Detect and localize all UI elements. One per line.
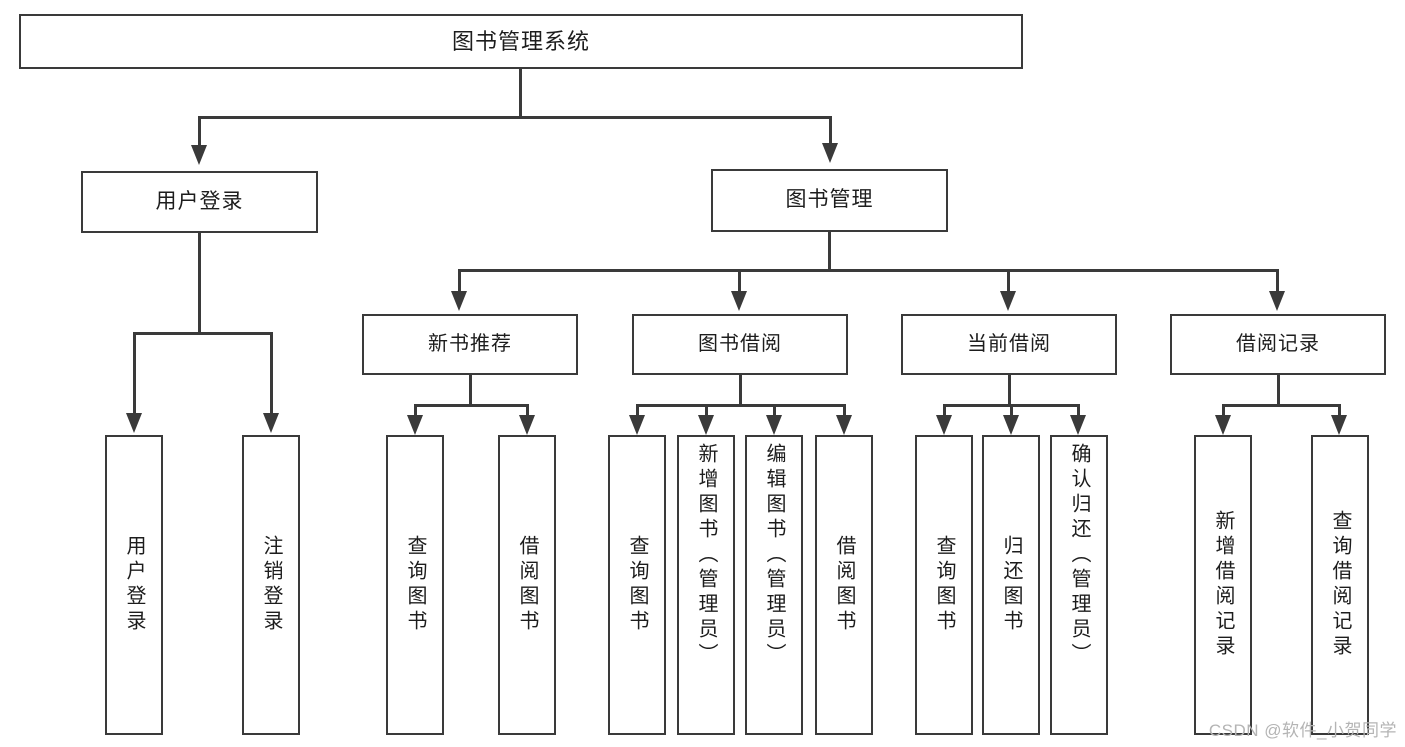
arrowhead-cb-query-book xyxy=(936,415,952,435)
node-label: 注销登录 xyxy=(260,535,282,635)
connector-book-borrow-stem xyxy=(739,375,742,406)
node-label: 查询借阅记录 xyxy=(1329,510,1351,660)
arrowhead-bb-query-book xyxy=(629,415,645,435)
connector-current-borrow-stem xyxy=(1008,375,1011,406)
connector-book-borrow-bar xyxy=(636,404,846,407)
connector-root-to-book-mgmt xyxy=(829,116,832,144)
connector-root-stem xyxy=(519,69,522,118)
node-label: 编辑图书（管理员） xyxy=(763,443,785,668)
connector-bb-child-2 xyxy=(705,404,708,416)
node-label: 图书借阅 xyxy=(698,333,782,355)
connector-bb-child-3 xyxy=(773,404,776,416)
node-book-borrow[interactable]: 图书借阅 xyxy=(632,314,848,375)
connector-borrow-record-stem xyxy=(1277,375,1280,406)
connector-cb-child-2 xyxy=(1010,404,1013,416)
node-label: 借阅图书 xyxy=(516,535,538,635)
node-label: 归还图书 xyxy=(1000,535,1022,635)
leaf-bb-query-book[interactable]: 查询图书 xyxy=(608,435,666,735)
connector-book-mgmt-child-2 xyxy=(738,269,741,292)
node-book-management[interactable]: 图书管理 xyxy=(711,169,948,232)
leaf-bb-borrow-book[interactable]: 借阅图书 xyxy=(815,435,873,735)
node-label: 新增图书（管理员） xyxy=(695,443,717,668)
connector-user-login-child-1 xyxy=(133,332,136,414)
connector-new-book-stem xyxy=(469,375,472,406)
connector-book-mgmt-stem xyxy=(828,232,831,271)
connector-bb-child-4 xyxy=(843,404,846,416)
node-label: 新增借阅记录 xyxy=(1212,510,1234,660)
node-current-borrow[interactable]: 当前借阅 xyxy=(901,314,1117,375)
node-label: 确认归还（管理员） xyxy=(1068,443,1090,668)
connector-root-bar xyxy=(198,116,832,119)
arrowhead-borrow-record xyxy=(1269,291,1285,311)
connector-cb-child-3 xyxy=(1077,404,1080,416)
leaf-cb-confirm-return[interactable]: 确认归还（管理员） xyxy=(1050,435,1108,735)
leaf-br-query-record[interactable]: 查询借阅记录 xyxy=(1311,435,1369,735)
arrowhead-leaf-logout xyxy=(263,413,279,433)
node-label: 查询图书 xyxy=(626,535,648,635)
arrowhead-leaf-user-login xyxy=(126,413,142,433)
connector-borrow-record-bar xyxy=(1222,404,1341,407)
leaf-user-login[interactable]: 用户登录 xyxy=(105,435,163,735)
node-label: 用户登录 xyxy=(155,189,244,213)
leaf-cb-return-book[interactable]: 归还图书 xyxy=(982,435,1040,735)
arrowhead-cb-confirm-return xyxy=(1070,415,1086,435)
arrowhead-book-borrow xyxy=(731,291,747,311)
arrowhead-nb-query-book xyxy=(407,415,423,435)
leaf-logout[interactable]: 注销登录 xyxy=(242,435,300,735)
node-label: 当前借阅 xyxy=(967,333,1051,355)
node-label: 图书管理系统 xyxy=(451,28,590,54)
node-label: 图书管理 xyxy=(785,188,874,212)
connector-br-child-1 xyxy=(1222,404,1225,416)
node-label: 查询图书 xyxy=(404,535,426,635)
leaf-bb-edit-book[interactable]: 编辑图书（管理员） xyxy=(745,435,803,735)
arrowhead-book-mgmt xyxy=(822,143,838,163)
connector-user-login-child-2 xyxy=(270,332,273,414)
connector-book-mgmt-child-1 xyxy=(458,269,461,292)
arrowhead-current-borrow xyxy=(1000,291,1016,311)
node-user-login[interactable]: 用户登录 xyxy=(81,171,318,233)
arrowhead-nb-borrow-book xyxy=(519,415,535,435)
leaf-nb-borrow-book[interactable]: 借阅图书 xyxy=(498,435,556,735)
arrowhead-br-add-record xyxy=(1215,415,1231,435)
arrowhead-bb-add-book xyxy=(698,415,714,435)
leaf-nb-query-book[interactable]: 查询图书 xyxy=(386,435,444,735)
connector-cb-child-1 xyxy=(943,404,946,416)
connector-user-login-bar xyxy=(133,332,273,335)
connector-bb-child-1 xyxy=(636,404,639,416)
leaf-bb-add-book[interactable]: 新增图书（管理员） xyxy=(677,435,735,735)
node-borrow-record[interactable]: 借阅记录 xyxy=(1170,314,1386,375)
connector-root-to-user-login xyxy=(198,116,201,146)
arrowhead-new-book-rec xyxy=(451,291,467,311)
arrowhead-cb-return-book xyxy=(1003,415,1019,435)
connector-new-book-child-2 xyxy=(526,404,529,416)
node-label: 新书推荐 xyxy=(428,333,512,355)
connector-book-mgmt-child-3 xyxy=(1007,269,1010,292)
connector-user-login-stem xyxy=(198,233,201,334)
connector-new-book-bar xyxy=(414,404,529,407)
leaf-br-add-record[interactable]: 新增借阅记录 xyxy=(1194,435,1252,735)
arrowhead-user-login xyxy=(191,145,207,165)
arrowhead-br-query-record xyxy=(1331,415,1347,435)
connector-new-book-child-1 xyxy=(414,404,417,416)
connector-br-child-2 xyxy=(1338,404,1341,416)
node-label: 用户登录 xyxy=(123,535,145,635)
node-label: 借阅记录 xyxy=(1236,333,1320,355)
leaf-cb-query-book[interactable]: 查询图书 xyxy=(915,435,973,735)
connector-book-mgmt-child-4 xyxy=(1276,269,1279,292)
arrowhead-bb-edit-book xyxy=(766,415,782,435)
arrowhead-bb-borrow-book xyxy=(836,415,852,435)
node-new-book-recommend[interactable]: 新书推荐 xyxy=(362,314,578,375)
node-label: 查询图书 xyxy=(933,535,955,635)
connector-book-mgmt-bar xyxy=(458,269,1279,272)
node-root-system[interactable]: 图书管理系统 xyxy=(19,14,1023,69)
node-label: 借阅图书 xyxy=(833,535,855,635)
